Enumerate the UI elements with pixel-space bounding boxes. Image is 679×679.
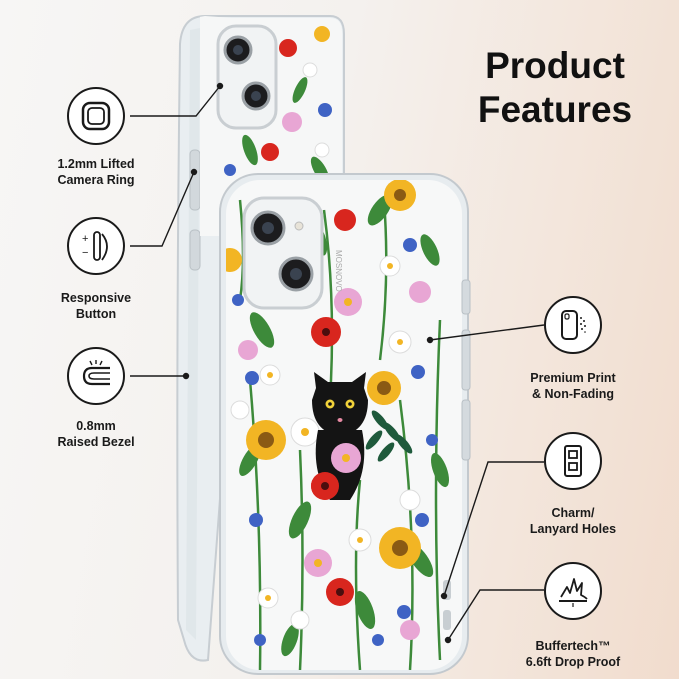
feature-label-holes: Charm/Lanyard Holes (529, 506, 617, 536)
front-side-button (461, 279, 471, 315)
camera-ring-icon (67, 87, 125, 145)
print-icon (544, 296, 602, 354)
fern (365, 410, 413, 462)
sunflower-3 (379, 527, 421, 569)
page-title: Product Features (440, 44, 670, 132)
sunflower-2 (367, 371, 401, 405)
title-line-1: Product (485, 45, 625, 86)
bezel-icon (67, 347, 125, 405)
front-floral-pattern (226, 180, 450, 670)
sunflower-1 (246, 420, 286, 460)
sunflower-4 (384, 180, 416, 211)
drop-proof-icon (544, 562, 602, 620)
svg-text:+: + (82, 233, 88, 245)
svg-text:−: − (82, 247, 88, 259)
feature-label-print: Premium Print& Non-Fading (530, 371, 616, 401)
title-line-2: Features (477, 89, 633, 130)
button-icon: + − (67, 217, 125, 275)
lanyard-holes-icon (544, 432, 602, 490)
brand-logo: MOSNOVO (334, 250, 343, 292)
lanyard-hole-2 (443, 610, 451, 630)
